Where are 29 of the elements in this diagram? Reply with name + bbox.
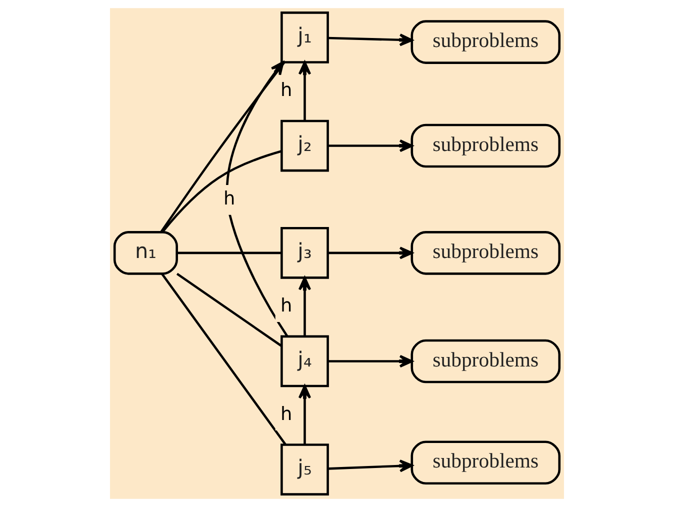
arrow — [328, 354, 413, 368]
arrow — [226, 61, 288, 337]
edge-label: h — [280, 295, 292, 316]
arrow — [298, 385, 312, 444]
arrow — [298, 276, 312, 336]
connector — [177, 252, 282, 254]
node-box: subproblems — [410, 231, 561, 275]
connector — [160, 62, 286, 233]
node-box: subproblems — [410, 124, 561, 168]
node-box: j₃ — [280, 227, 329, 279]
node-box: subproblems — [410, 20, 561, 64]
connector — [160, 273, 286, 446]
node-box: j₁ — [280, 12, 329, 64]
connector — [176, 272, 282, 347]
edge-label: h — [280, 80, 292, 101]
arrow — [328, 246, 413, 260]
node-box: subproblems — [410, 440, 561, 485]
arrow — [328, 34, 413, 46]
node-box: j₅ — [280, 444, 329, 496]
node-box: j₂ — [280, 120, 329, 172]
node-box: n₁ — [113, 231, 178, 275]
edge-label: h — [280, 404, 292, 425]
connector — [162, 150, 282, 233]
arrow — [298, 61, 312, 121]
edge-label: h — [224, 188, 236, 210]
node-box: j₄ — [280, 335, 329, 388]
arrow — [328, 139, 413, 152]
node-box: subproblems — [410, 339, 561, 384]
arrow — [328, 460, 413, 472]
